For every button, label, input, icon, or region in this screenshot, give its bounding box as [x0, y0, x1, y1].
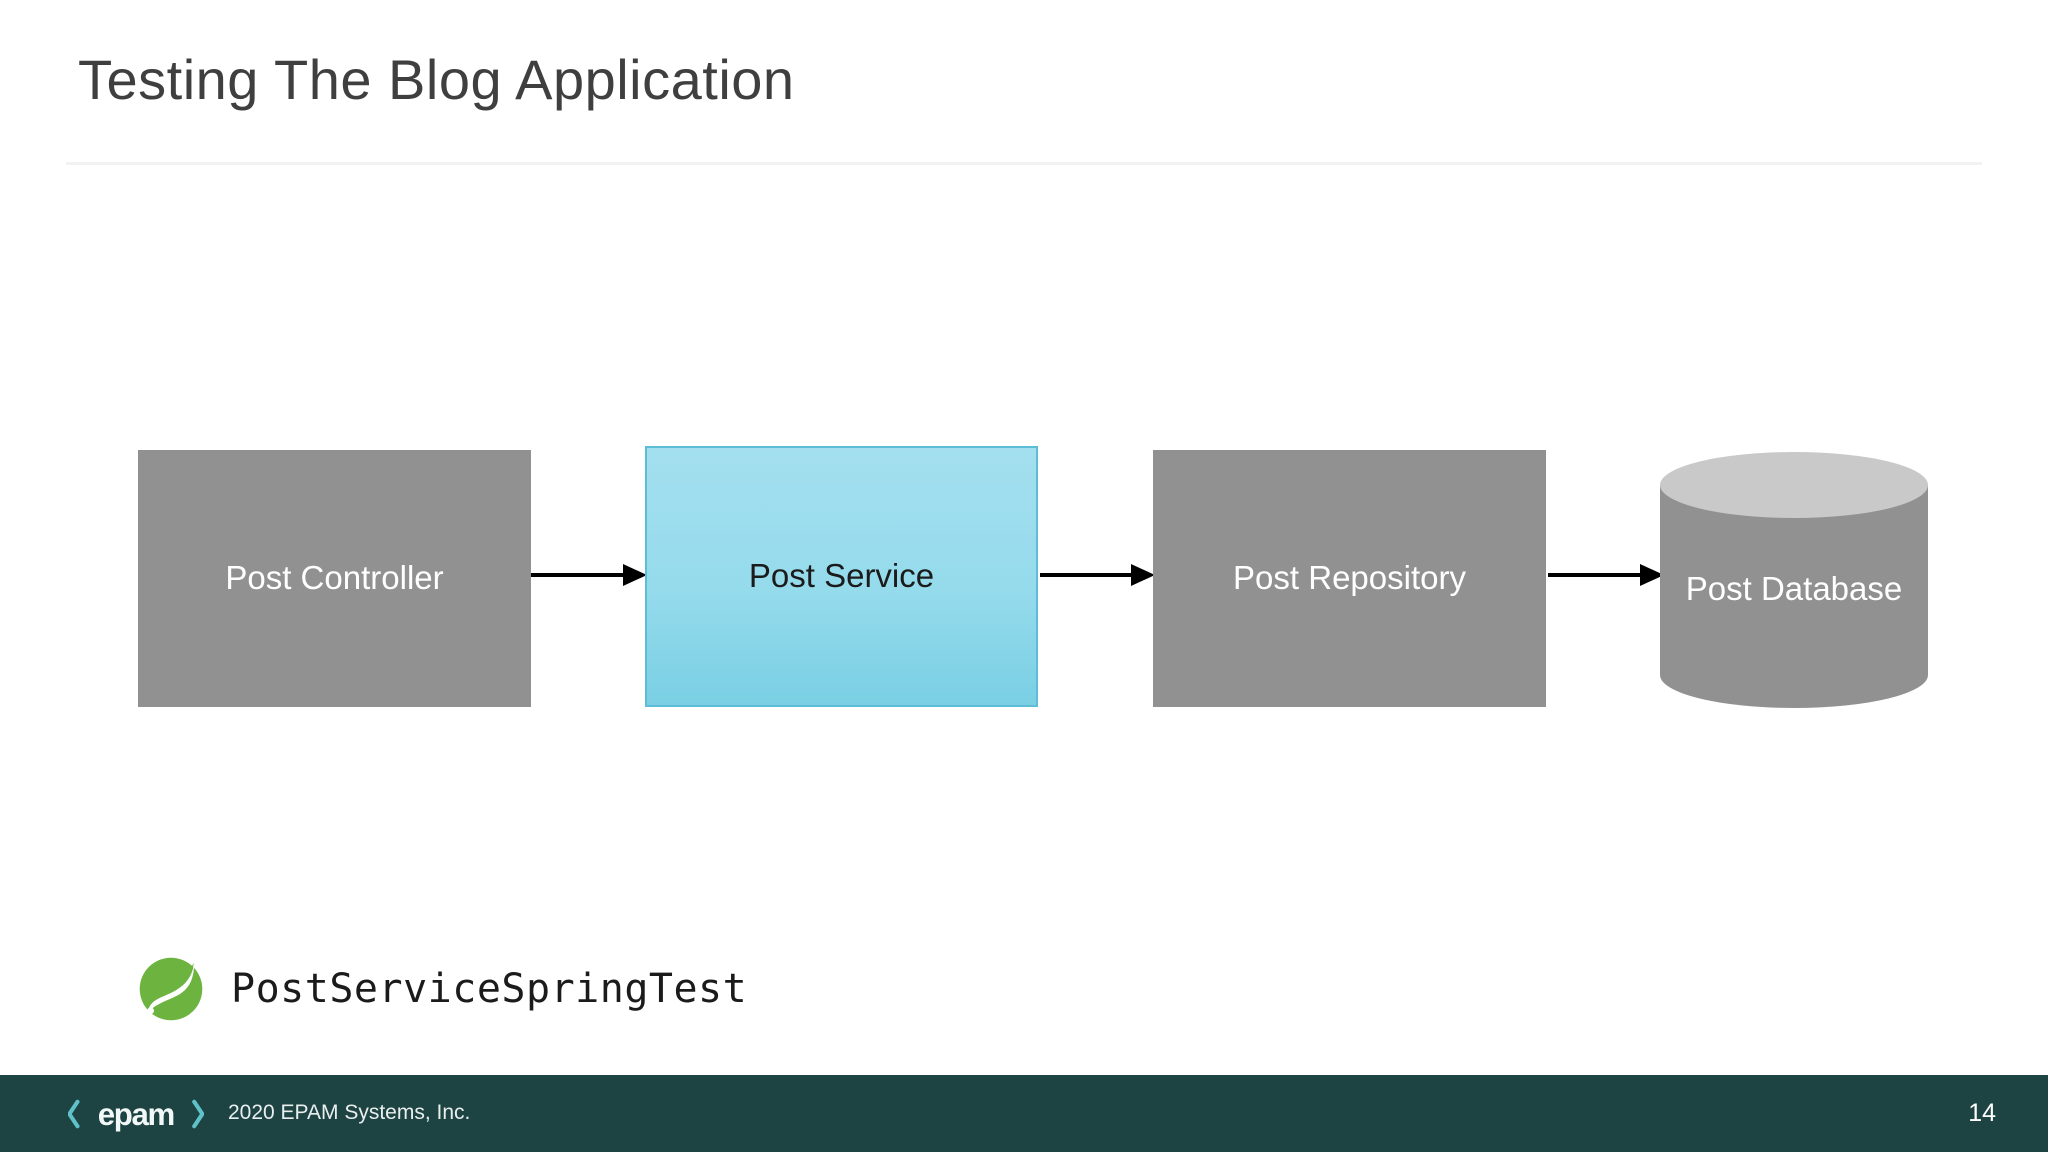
arrow-shaft [1040, 573, 1131, 577]
title-divider [66, 162, 1982, 165]
diagram-node-post-repository[interactable]: Post Repository [1153, 450, 1546, 707]
arrow-head-icon [1131, 564, 1155, 586]
node-label: Post Service [748, 557, 935, 595]
arrow-service-to-repository [1040, 564, 1155, 586]
arrow-controller-to-service [531, 564, 647, 586]
diagram-node-post-controller[interactable]: Post Controller [138, 450, 531, 707]
node-label: Post Repository [1233, 559, 1466, 597]
epam-logo-icon: epam [68, 1097, 204, 1132]
slide-footer: epam 2020 EPAM Systems, Inc. 14 [0, 1075, 2048, 1152]
arrow-shaft [531, 573, 623, 577]
page-title: Testing The Blog Application [78, 48, 795, 111]
cylinder-top-icon [1660, 452, 1928, 518]
diagram-node-post-service[interactable]: Post Service [645, 446, 1038, 707]
spring-leaf-logo-icon [139, 957, 203, 1021]
spring-test-class-name: PostServiceSpringTest [231, 966, 748, 1012]
footer-copyright: 2020 EPAM Systems, Inc. [228, 1101, 471, 1124]
diagram-node-post-database[interactable]: Post Database [1660, 452, 1928, 708]
node-label: Post Controller [225, 559, 444, 597]
arrow-head-icon [1640, 564, 1664, 586]
arrow-repository-to-database [1548, 564, 1664, 586]
svg-text:epam: epam [98, 1097, 174, 1132]
footer-page-number: 14 [1968, 1099, 1996, 1127]
arrow-head-icon [623, 564, 647, 586]
spring-test-caption: PostServiceSpringTest [137, 955, 747, 1023]
arrow-shaft [1548, 573, 1640, 577]
node-label: Post Database [1685, 570, 1903, 607]
